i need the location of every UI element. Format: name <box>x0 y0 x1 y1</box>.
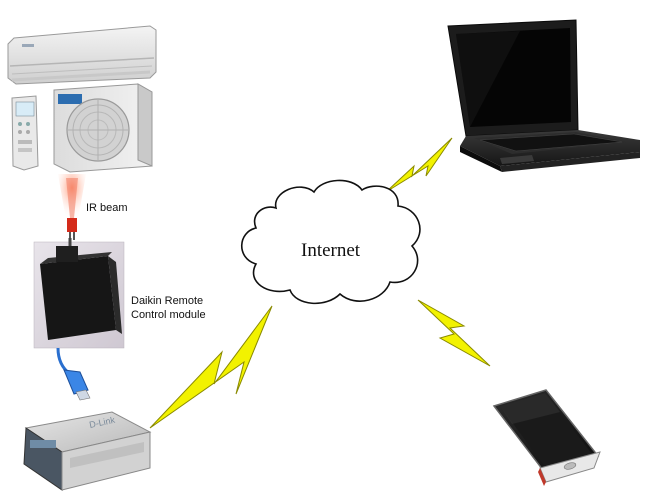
lightning-bolt-router-icon <box>149 305 273 429</box>
ir-beam-icon <box>58 174 86 240</box>
network-cable-icon <box>56 347 91 401</box>
remote-module-label-line2: Control module <box>131 309 206 321</box>
laptop-icon <box>447 19 640 172</box>
remote-control-module-icon <box>33 238 125 349</box>
internet-cloud-icon <box>241 179 421 305</box>
ac-outdoor-unit-icon <box>53 83 153 173</box>
cloud-label: Internet <box>301 240 361 261</box>
remote-module-label-line1: Daikin Remote <box>131 295 204 307</box>
ir-remote-icon <box>11 95 39 171</box>
ac-indoor-unit-icon <box>7 25 157 85</box>
router-icon: D-Link <box>23 411 152 491</box>
lightning-bolt-phone-icon <box>417 299 491 367</box>
lightning-bolt-laptop-icon <box>385 137 453 193</box>
ir-beam-label: IR beam <box>86 202 128 214</box>
smartphone-icon <box>492 389 601 486</box>
